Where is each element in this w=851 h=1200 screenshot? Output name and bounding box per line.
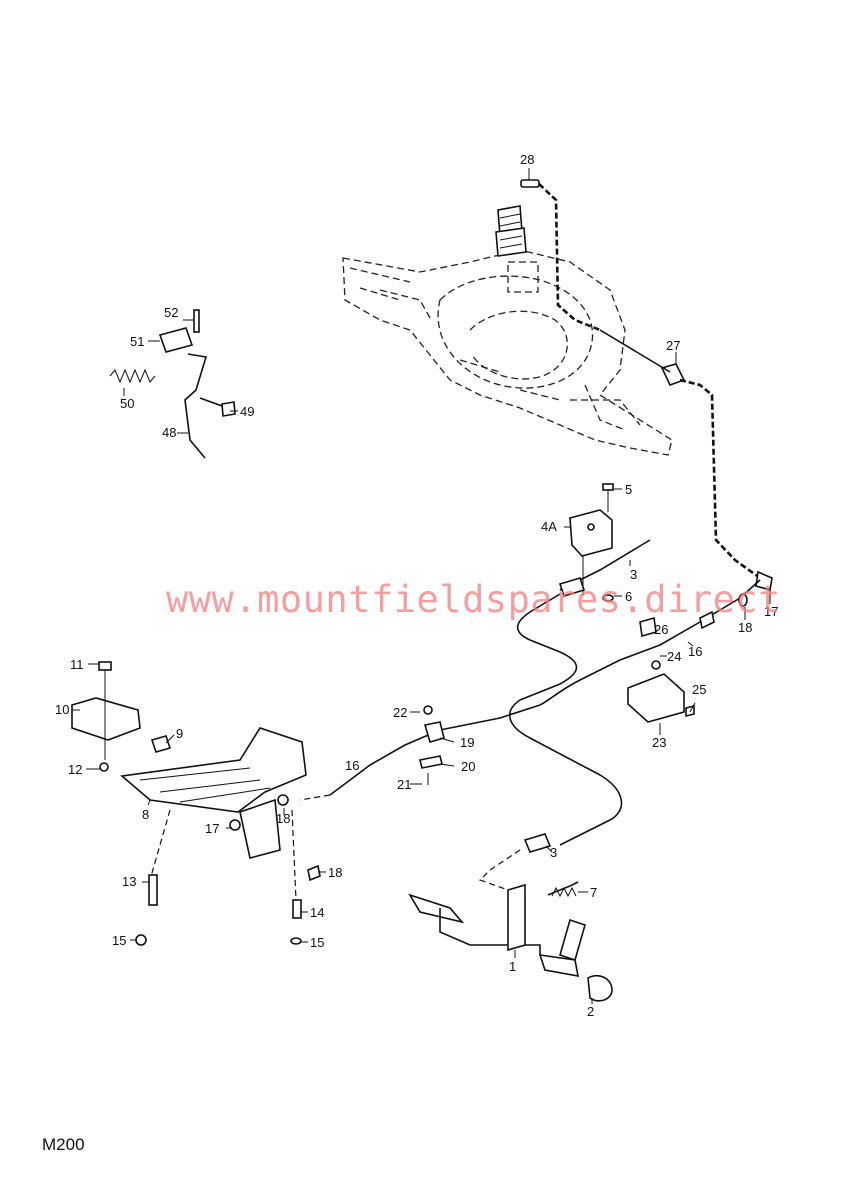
- callout-24: 24: [667, 649, 681, 664]
- cable-16-upper: [539, 579, 761, 723]
- callout-18-right: 18: [738, 620, 752, 635]
- callout-7: 7: [590, 885, 597, 900]
- callout-10: 10: [55, 702, 69, 717]
- callout-21: 21: [397, 777, 411, 792]
- callout-52: 52: [164, 305, 178, 320]
- callout-27: 27: [666, 338, 680, 353]
- callout-4a: 4A: [541, 519, 557, 534]
- rod-28: [520, 179, 601, 332]
- callout-labels: 28 27 5 4A 3 6 17 18 16 26 24 25 23 52 5…: [55, 152, 778, 1019]
- rod-and-spring-48-52: [109, 309, 236, 459]
- callout-15-right: 15: [310, 935, 324, 950]
- callout-11: 11: [70, 657, 84, 672]
- callout-8: 8: [142, 807, 149, 822]
- callout-20: 20: [461, 759, 475, 774]
- callout-18-lower: 18: [328, 865, 342, 880]
- callout-9: 9: [176, 726, 183, 741]
- callout-18-mid: 18: [276, 811, 290, 826]
- callout-leaders: [72, 168, 771, 1004]
- callout-3-upper: 3: [630, 567, 637, 582]
- callout-14: 14: [310, 905, 324, 920]
- callout-16-lower: 16: [345, 758, 359, 773]
- bushing-27: [599, 329, 773, 592]
- cable-3-upper: [516, 539, 651, 701]
- callout-3-lower: 3: [550, 845, 557, 860]
- footplate-8: [71, 661, 321, 946]
- transmission-ghost: [342, 205, 673, 456]
- callout-6: 6: [625, 589, 632, 604]
- callout-51: 51: [130, 334, 144, 349]
- callout-25: 25: [692, 682, 706, 697]
- callout-50: 50: [120, 396, 134, 411]
- callout-12: 12: [68, 762, 82, 777]
- callout-1: 1: [509, 959, 516, 974]
- cable-lower-runs: [299, 699, 623, 891]
- callout-15-left: 15: [112, 933, 126, 948]
- callout-26: 26: [654, 622, 668, 637]
- callout-23: 23: [652, 735, 666, 750]
- callout-49: 49: [240, 404, 254, 419]
- callout-48: 48: [162, 425, 176, 440]
- pedal-assembly: [408, 881, 613, 1002]
- watermark: www.mountfieldspares.direct: [166, 578, 781, 621]
- callout-17-right: 17: [764, 604, 778, 619]
- callout-5: 5: [625, 482, 632, 497]
- diagram-code: M200: [42, 1135, 85, 1154]
- callout-17-left: 17: [205, 821, 219, 836]
- callout-22: 22: [393, 705, 407, 720]
- callout-19: 19: [460, 735, 474, 750]
- callout-2: 2: [587, 1004, 594, 1019]
- callout-16-upper: 16: [688, 644, 702, 659]
- callout-28: 28: [520, 152, 534, 167]
- callout-13: 13: [122, 874, 136, 889]
